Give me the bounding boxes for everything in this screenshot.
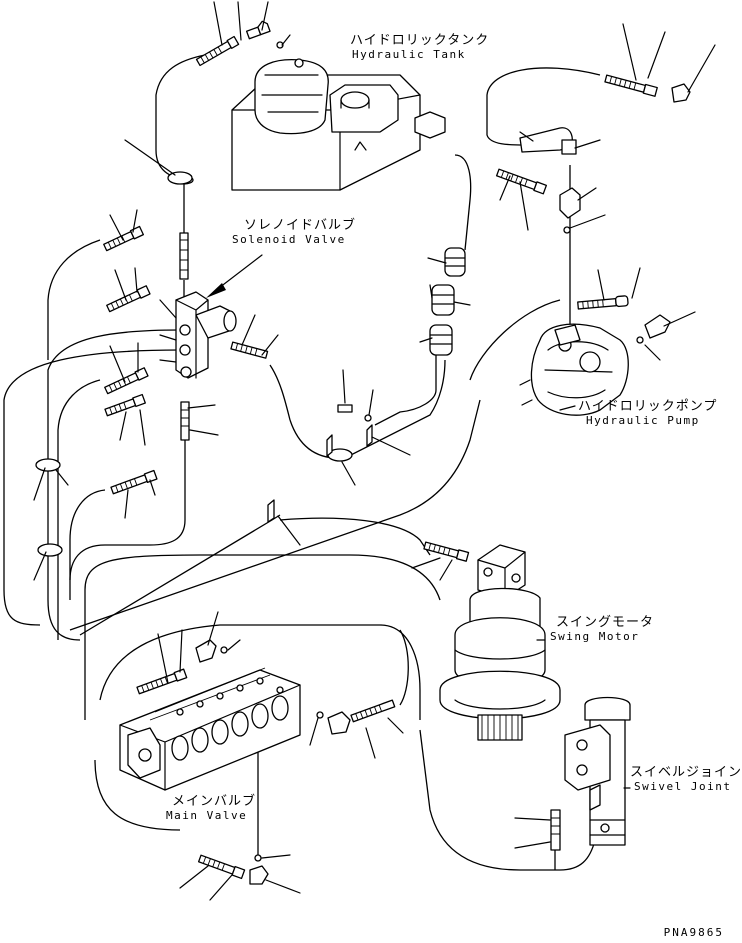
swing-motor [439,544,561,741]
hose-lines [3,54,601,871]
swing-motor-label-jp: スイングモータ [556,615,655,630]
swivel-joint [564,696,631,846]
hydraulic-tank-label-jp: ハイドロリックタンク [350,33,490,48]
solenoid-valve-label: ソレノイドバルブ Solenoid Valve [232,218,357,247]
solenoid-valve-label-jp: ソレノイドバルブ [244,218,357,233]
hose-fittings [35,20,691,885]
leader-lines [33,1,716,901]
hydraulic-tank-label-en: Hydraulic Tank [352,47,466,61]
swing-motor-label-en: Swing Motor [550,629,640,643]
swivel-joint-label-jp: スイベルジョイント [630,765,742,780]
hydraulic-pump-label: ハイドロリックポンプ Hydraulic Pump [578,399,718,428]
inline-filter-lower [429,324,453,356]
swivel-joint-label-en: Swivel Joint [634,779,732,793]
solenoid-valve [175,254,263,379]
hydraulic-tank [231,58,446,191]
label-pointers [536,405,631,789]
main-valve-spools [171,695,289,761]
inline-filter-upper [444,247,466,277]
swivel-joint-label: スイベルジョイント Swivel Joint [630,765,742,794]
main-valve-label-en: Main Valve [166,808,248,822]
hydraulic-tank-label: ハイドロリックタンク Hydraulic Tank [350,33,490,62]
hydraulic-pump-label-jp: ハイドロリックポンプ [578,399,718,414]
inline-filter-middle [431,284,455,316]
swing-motor-label: スイングモータ Swing Motor [550,615,655,644]
main-valve [119,667,301,791]
main-valve-label: メインバルブ Main Valve [166,794,257,823]
hydraulic-pump-label-en: Hydraulic Pump [586,413,700,427]
drawing-code: PNA9865 [663,926,724,939]
main-valve-label-jp: メインバルブ [172,794,257,809]
solenoid-valve-label-en: Solenoid Valve [232,232,346,246]
hydraulic-pump [519,323,629,416]
